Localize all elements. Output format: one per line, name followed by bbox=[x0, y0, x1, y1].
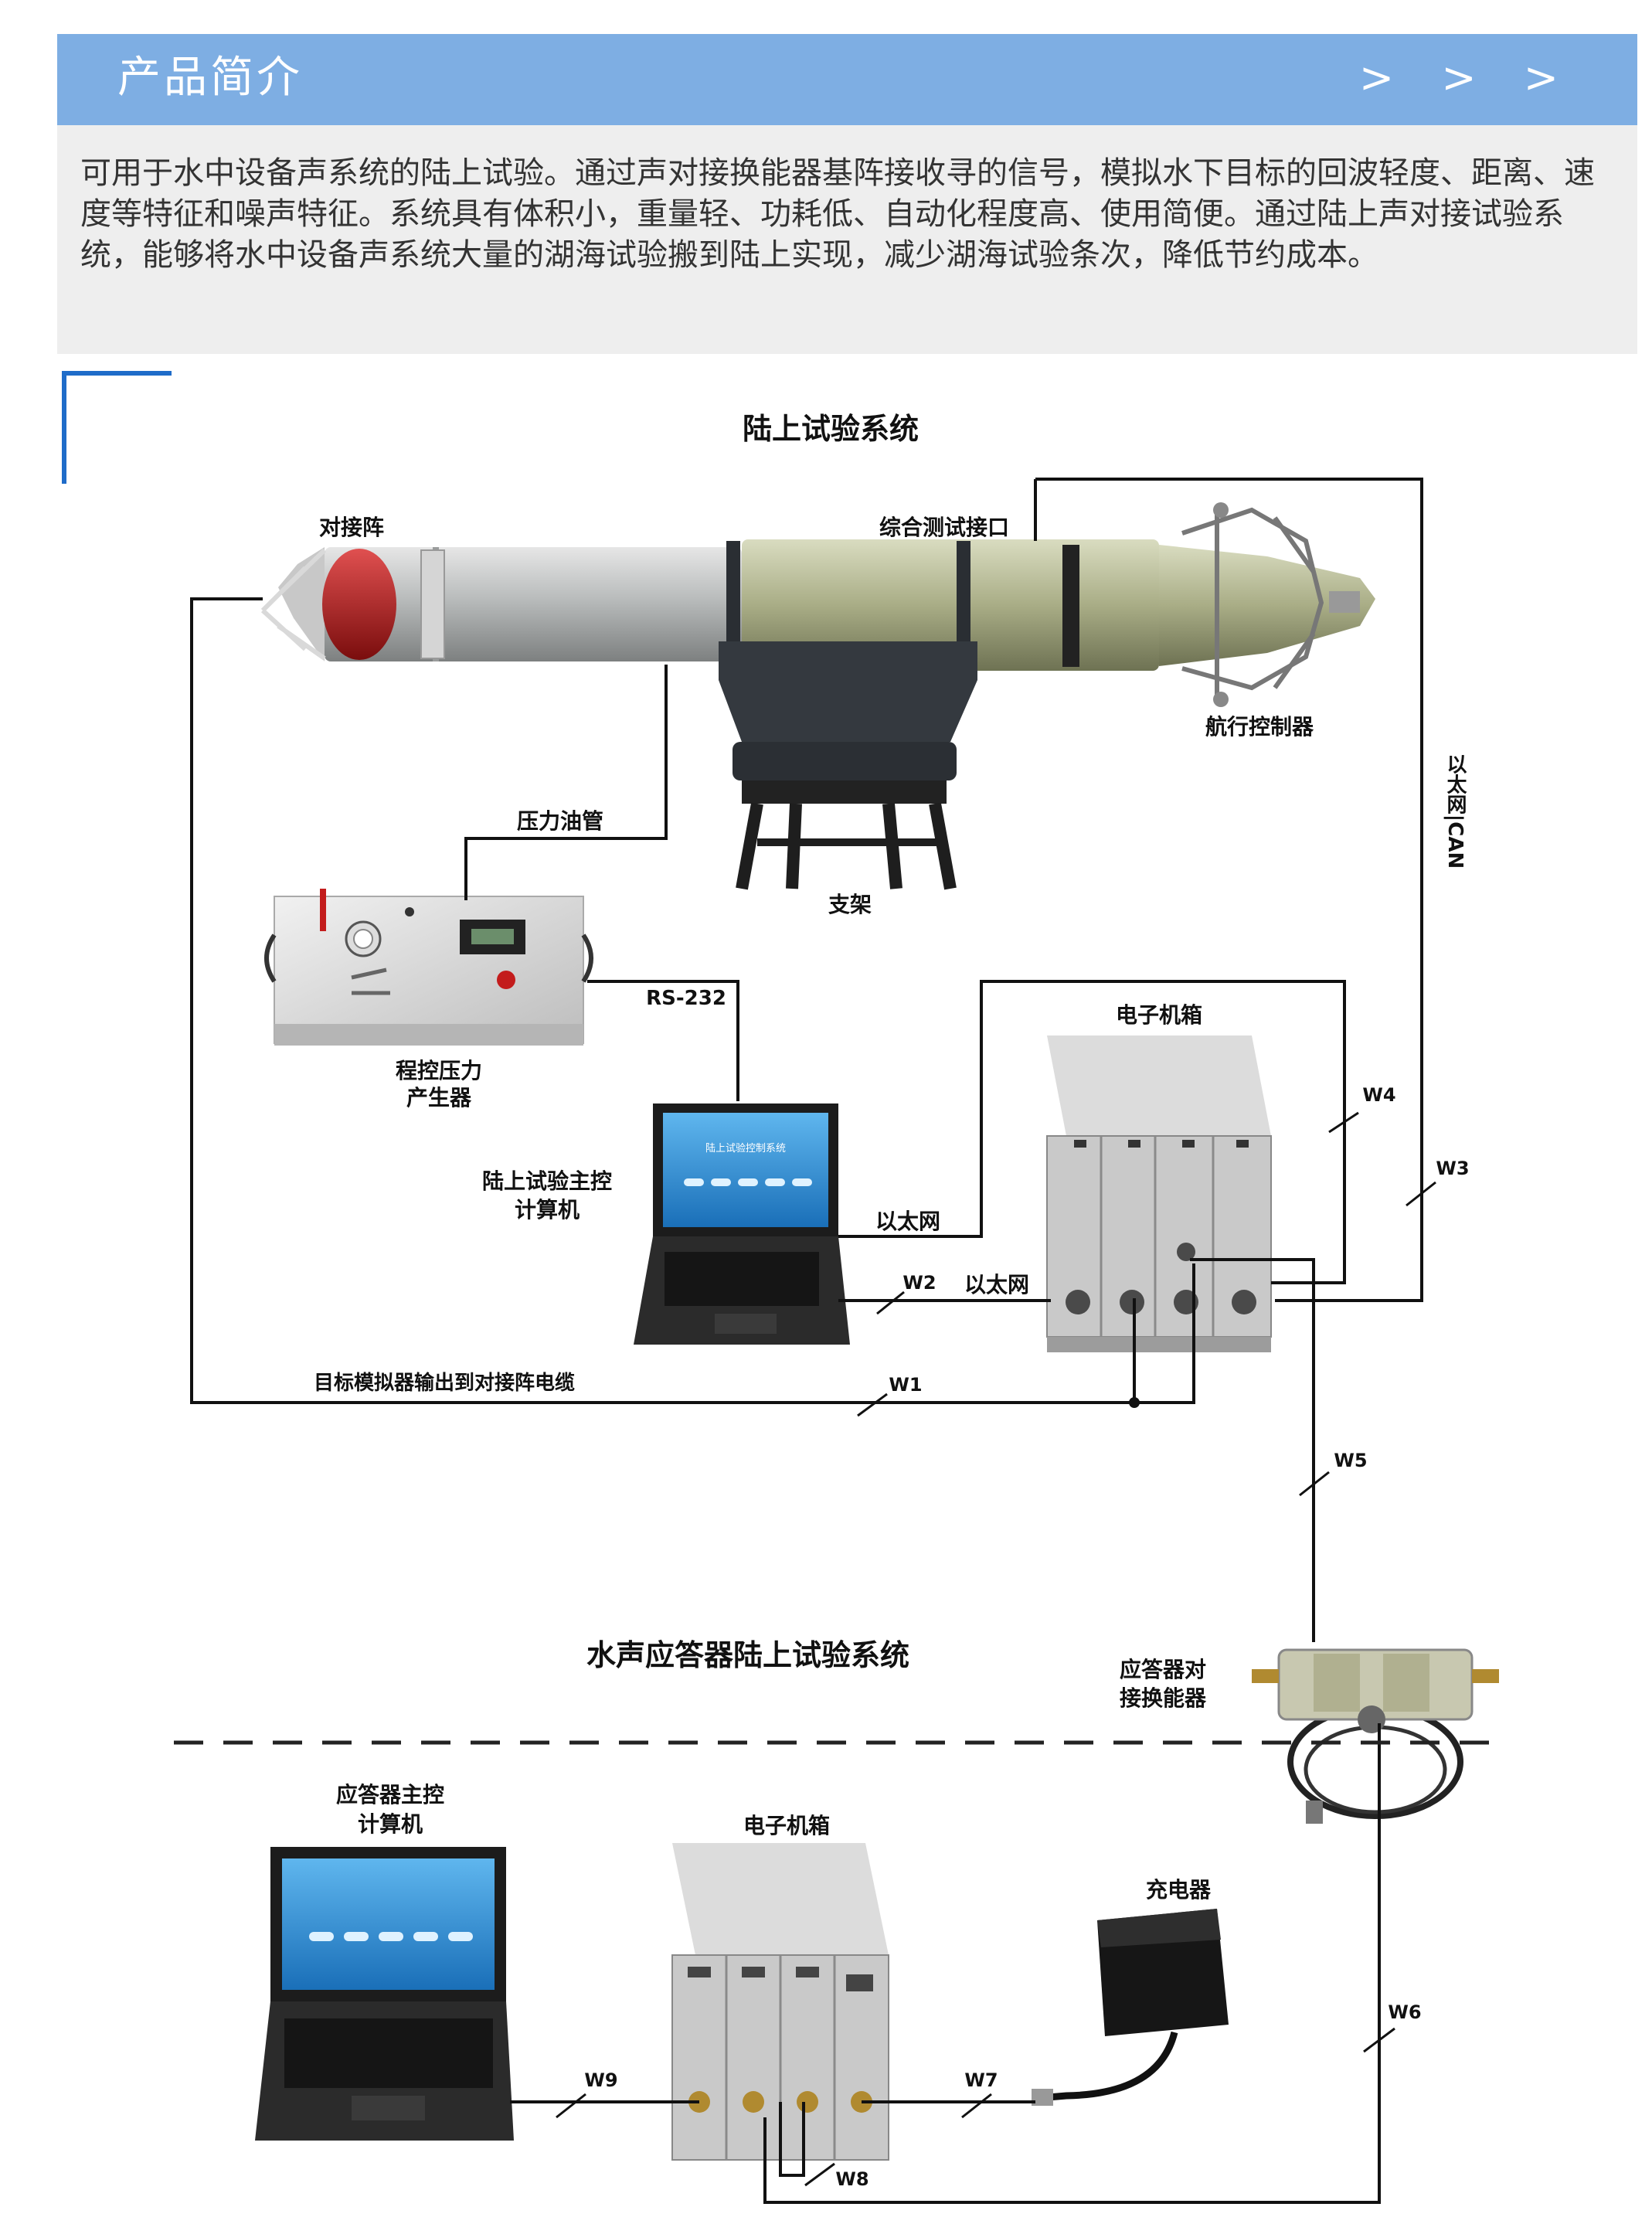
label-dianzi-bottom: 电子机箱 bbox=[743, 1813, 830, 1838]
wire-w2: W2 bbox=[902, 1272, 936, 1294]
wire-w8: W8 bbox=[835, 2168, 868, 2190]
wire-w4: W4 bbox=[1362, 1084, 1395, 1106]
support-stand bbox=[719, 641, 977, 890]
label-cable: 目标模拟器输出到对接阵电缆 bbox=[314, 1371, 575, 1395]
wire-w9: W9 bbox=[584, 2069, 617, 2091]
wire-w7: W7 bbox=[964, 2069, 998, 2091]
transducer-device bbox=[1252, 1648, 1499, 1824]
label-rs232: RS-232 bbox=[646, 987, 726, 1010]
intro-panel: 可用于水中设备声系统的陆上试验。通过声对接换能器基阵接收寻的信号，模拟水下目标的… bbox=[57, 125, 1637, 354]
pressure-generator bbox=[264, 889, 593, 1046]
electronic-chassis-top bbox=[1046, 1035, 1272, 1352]
wire-w3: W3 bbox=[1436, 1158, 1469, 1179]
label-can: 以太网|CAN bbox=[1443, 754, 1467, 869]
label-yingda-pc-l2: 计算机 bbox=[358, 1811, 423, 1837]
label-chongdian: 充电器 bbox=[1146, 1877, 1212, 1903]
charger-device bbox=[1032, 1909, 1229, 2106]
label-zonghe: 综合测试接口 bbox=[879, 515, 1009, 540]
label-yali-guan: 压力油管 bbox=[517, 808, 603, 834]
label-yingda-jx-l1: 应答器对 bbox=[1120, 1657, 1206, 1682]
label-yingda-pc-l1: 应答器主控 bbox=[336, 1782, 444, 1807]
label-dianzi-top: 电子机箱 bbox=[1116, 1002, 1202, 1028]
section-header: 产品简介 > > > bbox=[57, 34, 1637, 125]
responder-laptop bbox=[255, 1847, 514, 2141]
main-laptop: 陆上试验控制系统 bbox=[634, 1103, 850, 1345]
label-xunhang: 航行控制器 bbox=[1205, 714, 1314, 740]
diagram-title-bottom: 水声应答器陆上试验系统 bbox=[586, 1638, 909, 1672]
label-yali-l2: 产生器 bbox=[406, 1085, 472, 1110]
label-yali-l1: 程控压力 bbox=[396, 1058, 482, 1083]
label-duijiezhen: 对接阵 bbox=[319, 515, 384, 540]
torpedo-body bbox=[260, 502, 1375, 707]
label-zhukong-l1: 陆上试验主控 bbox=[482, 1168, 612, 1194]
more-arrows[interactable]: > > > bbox=[1358, 53, 1576, 102]
wire-w6: W6 bbox=[1388, 2001, 1421, 2023]
wire-w1: W1 bbox=[889, 1374, 922, 1396]
main-laptop-screen-text: 陆上试验控制系统 bbox=[705, 1142, 786, 1155]
wire-w5: W5 bbox=[1334, 1450, 1367, 1471]
section-title: 产品简介 bbox=[117, 53, 303, 103]
label-yitai-b: 以太网 bbox=[964, 1272, 1029, 1297]
corner-bracket bbox=[62, 371, 172, 484]
label-yingda-jx-l2: 接换能器 bbox=[1120, 1685, 1207, 1711]
intro-text: 可用于水中设备声系统的陆上试验。通过声对接换能器基阵接收寻的信号，模拟水下目标的… bbox=[80, 155, 1595, 273]
label-zhukong-l2: 计算机 bbox=[515, 1197, 580, 1223]
label-zhijia: 支架 bbox=[828, 892, 872, 917]
label-yitai-a: 以太网 bbox=[875, 1209, 940, 1234]
diagram-title-top: 陆上试验系统 bbox=[743, 412, 919, 446]
wiring bbox=[174, 478, 1503, 2204]
